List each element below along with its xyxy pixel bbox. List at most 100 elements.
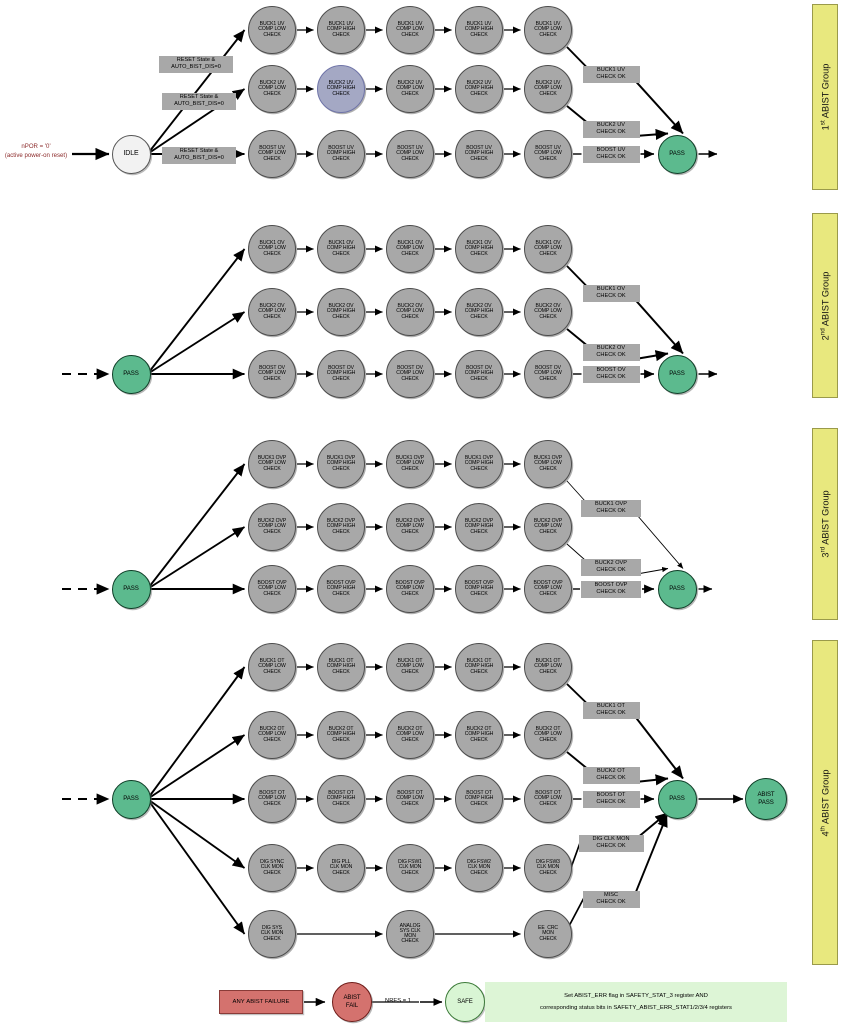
group-pass-3[interactable]: PASS <box>657 569 697 609</box>
npor-line1: nPOR = '0' <box>21 143 51 150</box>
group-bar-label-1: 1st ABIST Group <box>819 63 831 131</box>
any-abist-failure-box: ANY ABIST FAILURE <box>219 990 303 1014</box>
edge-g4-r5-to-pass <box>634 814 668 894</box>
safe-state[interactable]: SAFE <box>445 982 485 1022</box>
group-pass-2[interactable]: PASS <box>657 354 697 394</box>
idle-state[interactable]: IDLE <box>111 134 151 174</box>
group-source-pass-2[interactable]: PASS <box>111 354 151 394</box>
group-pass-4[interactable]: PASS <box>657 779 697 819</box>
group-source-pass-3[interactable]: PASS <box>111 569 151 609</box>
group-source-pass-4[interactable]: PASS <box>111 779 151 819</box>
group-pass-1[interactable]: PASS <box>657 134 697 174</box>
group-bar-label-3: 3rd ABIST Group <box>819 490 831 558</box>
